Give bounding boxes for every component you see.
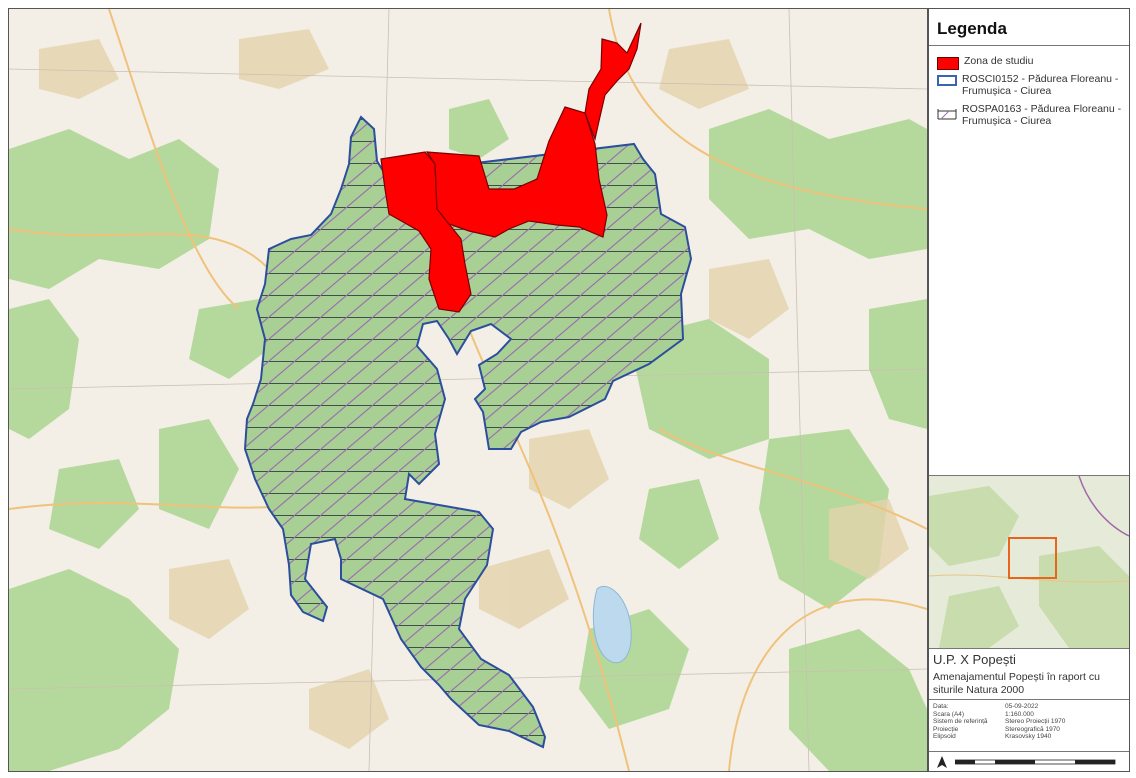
map-metadata: Data: 05-09-2022 Scara (A4) 1:160.000 Sist… xyxy=(933,703,1125,741)
road xyxy=(108,9,240,310)
metadata-row: Proiecție Stereografică 1970 xyxy=(933,726,1125,734)
legend-item-label: ROSPA0163 - Pădurea Floreanu - Frumușica… xyxy=(962,103,1122,127)
terrain-layer xyxy=(39,29,909,749)
metadata-label: Sistem de referință xyxy=(933,718,988,725)
road xyxy=(658,428,927,530)
forest-patch xyxy=(9,299,79,439)
minor-road xyxy=(9,68,927,90)
forest-patch xyxy=(639,479,719,569)
forest-patch xyxy=(789,629,927,771)
metadata-row: Sistem de referință Stereo Proiecții 1970 xyxy=(933,718,1125,726)
legend-item-rospa: ROSPA0163 - Pădurea Floreanu - Frumușica… xyxy=(937,103,1130,127)
terrain-patch xyxy=(39,39,119,99)
terrain-patch xyxy=(309,669,389,749)
map-canvas[interactable] xyxy=(9,9,927,771)
metadata-value: Krasovsky 1940 xyxy=(1005,733,1052,740)
legend-panel: Legenda Zona de studiu ROSCI0152 - Pădur… xyxy=(928,8,1130,772)
blue-outline-swatch-icon xyxy=(937,75,957,86)
terrain-patch xyxy=(709,259,789,339)
terrain-patch xyxy=(169,559,249,639)
metadata-label: Proiecție xyxy=(933,725,959,733)
legend-title: Legenda xyxy=(937,19,1007,38)
forest-patch xyxy=(449,99,509,159)
natura-2000-site[interactable] xyxy=(243,115,693,749)
metadata-row: Data: 05-09-2022 xyxy=(933,703,1125,711)
project-description: Amenajamentul Popești în raport cu situr… xyxy=(933,671,1100,696)
forest-patch xyxy=(9,129,219,289)
terrain-patch xyxy=(479,549,569,629)
main-map[interactable] xyxy=(8,8,928,772)
forest-patch xyxy=(9,569,179,771)
overview-map-canvas xyxy=(929,476,1129,648)
legend-item-label: ROSCI0152 - Pădurea Floreanu - Frumușica… xyxy=(962,73,1119,97)
forest-patch xyxy=(709,109,927,259)
terrain-patch xyxy=(529,429,609,509)
metadata-value: Stereo Proiecții 1970 xyxy=(1005,718,1066,725)
forest-patch xyxy=(869,299,927,429)
legend-item-label: Zona de studiu xyxy=(964,55,1034,67)
road xyxy=(728,598,927,771)
lake xyxy=(592,586,632,664)
scale-bar xyxy=(955,759,1116,765)
metadata-row: Elipsoid Krasovsky 1940 xyxy=(933,733,1125,741)
study-zone-parcel[interactable] xyxy=(425,106,608,238)
red-fill-swatch-icon xyxy=(937,57,959,70)
terrain-patch xyxy=(239,29,329,89)
terrain-patch xyxy=(659,39,749,109)
terrain-patch xyxy=(829,499,909,579)
metadata-value: 1:160.000 xyxy=(1005,710,1034,718)
study-zone-parcel[interactable] xyxy=(584,22,642,142)
forest-patch xyxy=(189,299,269,379)
study-zone[interactable] xyxy=(380,22,642,313)
divider xyxy=(929,751,1129,752)
forest-patch xyxy=(159,419,239,529)
road xyxy=(9,228,270,270)
legend-item-study-zone: Zona de studiu xyxy=(937,55,1132,70)
metadata-row: Scara (A4) 1:160.000 xyxy=(933,711,1125,719)
metadata-label: Scara (A4) xyxy=(933,710,965,718)
hatch-swatch-icon xyxy=(937,109,957,120)
divider xyxy=(929,45,1129,46)
legend-item-rosci: ROSCI0152 - Pădurea Floreanu - Frumușica… xyxy=(937,73,1130,97)
minor-road xyxy=(9,368,927,390)
metadata-label: Elipsoid xyxy=(933,733,956,740)
metadata-value: 05-09-2022 xyxy=(1005,703,1039,710)
minor-road xyxy=(788,9,810,771)
metadata-value: Stereografică 1970 xyxy=(1005,725,1060,733)
divider xyxy=(929,699,1129,700)
overview-map[interactable] xyxy=(929,475,1129,649)
overview-extent-frame xyxy=(1008,537,1057,579)
project-title: U.P. X Popești xyxy=(933,652,1016,667)
metadata-label: Data: xyxy=(933,703,949,710)
north-arrow-icon xyxy=(937,756,947,768)
